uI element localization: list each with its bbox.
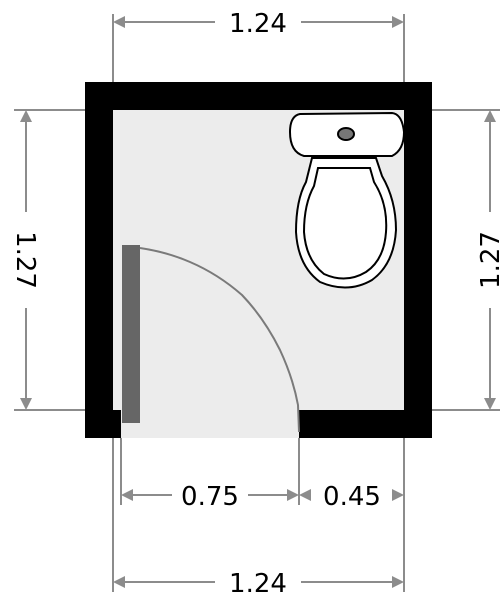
- dimension-wall-segment-label: 0.45: [323, 482, 381, 512]
- dimension-right-label: 1.27: [476, 231, 504, 289]
- dimension-door-opening: 0.75: [121, 482, 299, 512]
- toilet-icon: [288, 111, 406, 289]
- wall-left: [85, 82, 113, 438]
- wall-top: [85, 82, 432, 110]
- dimension-left: 1.27: [10, 110, 40, 410]
- dimension-top-label: 1.24: [229, 9, 287, 39]
- door-swing-arc: [139, 247, 300, 433]
- dimension-door-opening-label: 0.75: [181, 482, 239, 512]
- wall-right: [404, 82, 432, 438]
- wall-bottom-left: [85, 410, 121, 438]
- door-leaf: [122, 245, 140, 423]
- dimension-top: 1.24: [113, 9, 404, 39]
- dimension-bottom: 1.24: [113, 569, 404, 598]
- dimension-bottom-label: 1.24: [229, 569, 287, 598]
- wall-bottom-right: [299, 410, 432, 438]
- dimension-wall-segment: 0.45: [299, 482, 404, 512]
- dimension-left-label: 1.27: [10, 231, 40, 289]
- dimension-right: 1.27: [476, 110, 504, 410]
